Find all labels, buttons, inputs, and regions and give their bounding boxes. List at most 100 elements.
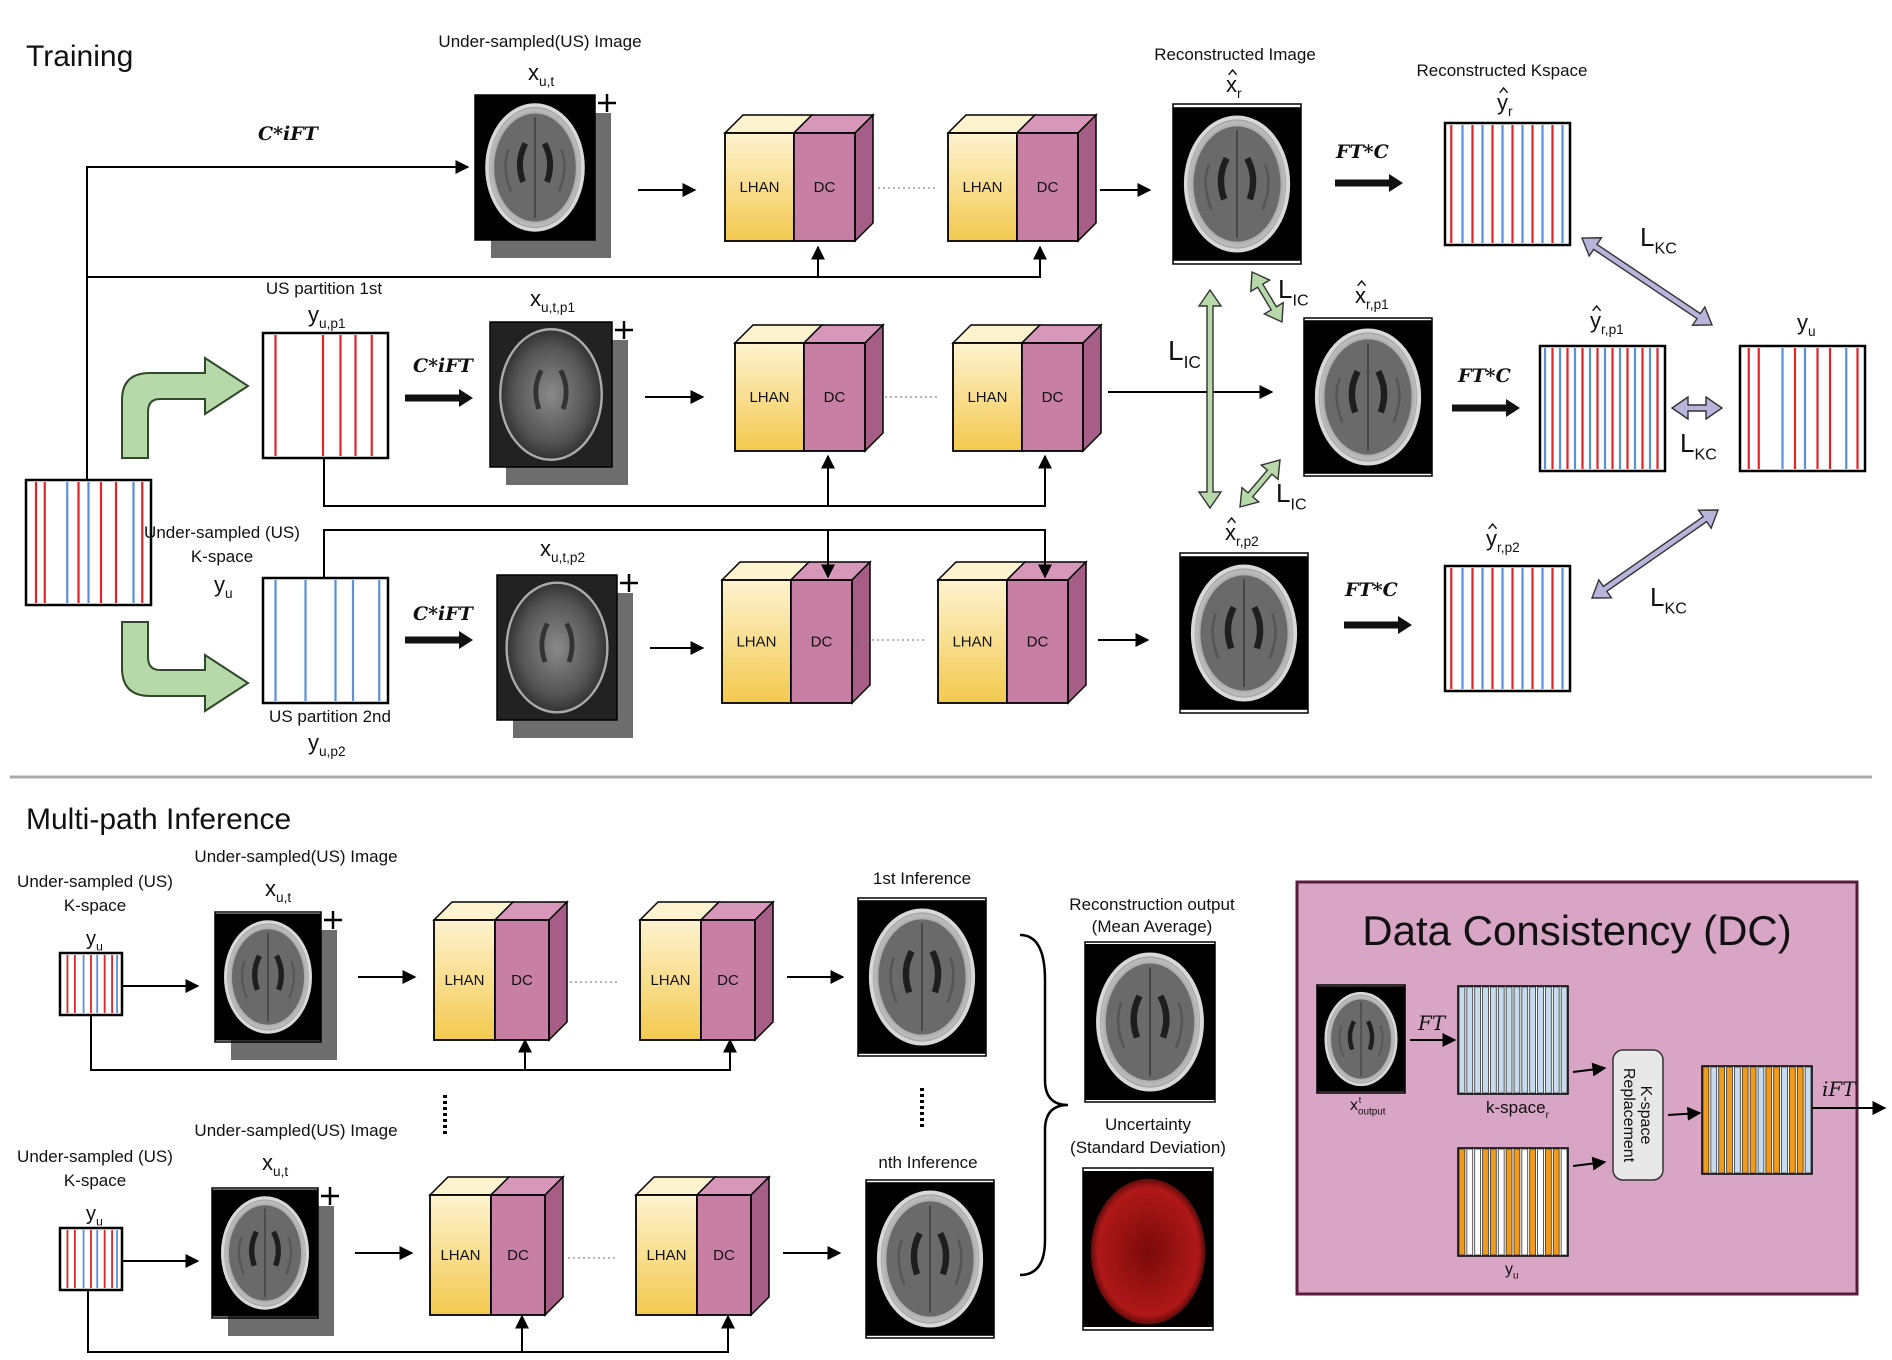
- dc-label: DC: [824, 389, 846, 406]
- kspace-partition1: [261, 331, 390, 460]
- recon-image-label: Reconstructed Image: [1154, 45, 1316, 64]
- inf-skip-row2-dc2: [87, 1290, 735, 1353]
- dc-label: DC: [1042, 389, 1064, 406]
- arrow-ftc-mid: [1452, 399, 1520, 417]
- dc-label: DC: [507, 1247, 529, 1264]
- first-inference-label: 1st Inference: [873, 869, 971, 888]
- loss-kc-mid-sub: KC: [1694, 445, 1717, 463]
- kc-arrow-mid: [1670, 395, 1724, 421]
- us-kspace-label-1: Under-sampled (US): [144, 523, 300, 542]
- loss-ic-bot: LIC: [1276, 478, 1307, 513]
- plus-icon: [324, 911, 342, 929]
- y-rp2-symbol-hat: [1488, 522, 1498, 530]
- x-r-symbol: xr: [1226, 68, 1242, 101]
- y-up2-symbol-sub: u,p2: [319, 744, 346, 759]
- arrow-cift-mid: [405, 389, 473, 407]
- y-rp1-symbol-base: yr,p1: [1590, 308, 1624, 337]
- y-up1-symbol: yu,p1: [308, 302, 346, 331]
- brain-mri-icon: [858, 900, 986, 1054]
- dc-kspace-r-label: k-spacer: [1486, 1098, 1550, 1121]
- lhan-face: [635, 1194, 698, 1316]
- uncertainty-image: [1082, 1167, 1214, 1331]
- kspace-column: [1537, 1148, 1544, 1256]
- inf-kspace-row2: [58, 1226, 124, 1292]
- dc-face: [793, 132, 856, 242]
- lhan-label: LHAN: [650, 972, 690, 989]
- kspace-column: [1513, 986, 1521, 1094]
- recon-output-label-1: Reconstruction output: [1069, 895, 1235, 914]
- y-r-symbol-hat: [1499, 86, 1509, 94]
- kspace-column: [1545, 1148, 1552, 1256]
- y-r-symbol-base: yr: [1497, 90, 1513, 119]
- dc-face: [696, 1194, 752, 1316]
- x-r-symbol-base: xr: [1226, 72, 1242, 101]
- y-u-left-symbol-base: yu: [214, 572, 233, 601]
- kspace-column: [1490, 986, 1497, 1094]
- x-rp2-symbol-base: xr,p2: [1225, 520, 1259, 549]
- inf-x-ut-row1: xu,t: [265, 876, 291, 905]
- x-ut-symbol-sub: u,t: [539, 74, 554, 89]
- brain-mri-icon: [475, 96, 595, 240]
- x-utp2-symbol-sub: u,t,p2: [551, 550, 585, 565]
- x-rp1-symbol-base: xr,p1: [1355, 283, 1389, 312]
- dc-kspace-r: [1457, 985, 1569, 1095]
- recon-output-label-2: (Mean Average): [1092, 917, 1213, 936]
- loss-kc-top: LKC: [1640, 222, 1677, 257]
- loss-kc-bot-base: LKC: [1650, 582, 1687, 617]
- brain-mri-icon: [1085, 944, 1215, 1100]
- kspace-column: [1757, 1066, 1765, 1174]
- dc-kspace-r-label-sub: r: [1546, 1109, 1550, 1121]
- dc-label: DC: [511, 972, 533, 989]
- lhan-face: [947, 132, 1018, 242]
- brain-mri-icon: [866, 1182, 994, 1336]
- y-u-right-symbol: yu: [1797, 310, 1816, 339]
- recon-image-bot: [1179, 552, 1309, 714]
- dc-face: [490, 1194, 546, 1316]
- kspace-column: [1497, 1148, 1505, 1256]
- us-image-label: Under-sampled(US) Image: [438, 32, 641, 51]
- y-rp1-symbol-hat: [1592, 304, 1602, 312]
- kspace-column: [1702, 1066, 1710, 1174]
- brain-mri-icon: [497, 576, 617, 720]
- y-up1-symbol-base: yu,p1: [308, 302, 346, 331]
- kspace-column: [1482, 1148, 1489, 1256]
- inf-kspace-label-2-row2: K-space: [64, 1171, 126, 1190]
- partition2-label: US partition 2nd: [269, 707, 391, 726]
- y-r-symbol-sub: r: [1508, 104, 1513, 119]
- kspace-column: [1466, 1148, 1474, 1256]
- kspace-column: [1482, 986, 1489, 1094]
- inf-y-u-row1-sub: u: [96, 940, 103, 954]
- lhan-label: LHAN: [646, 1247, 686, 1264]
- loss-kc-top-base: LKC: [1640, 222, 1677, 257]
- x-rp2-symbol-sub: r,p2: [1236, 534, 1259, 549]
- dc-label: DC: [717, 972, 739, 989]
- lhan-face: [952, 342, 1023, 452]
- inf-kspace-label-2-row1: K-space: [64, 896, 126, 915]
- y-up2-symbol: yu,p2: [308, 730, 346, 759]
- inf-y-u-row1: yu: [86, 928, 103, 954]
- ic-arrow-top: [1250, 270, 1284, 324]
- kspace-column: [1796, 1066, 1804, 1174]
- green-arrow-down: [121, 621, 250, 713]
- inf-kspace-label-1-row1: Under-sampled (US): [17, 872, 173, 891]
- plus-icon: [615, 321, 633, 339]
- dc-face: [1016, 132, 1079, 242]
- ic-arrow-vertical: [1197, 288, 1223, 510]
- op-ftc-top: FT*C: [1335, 141, 1389, 163]
- x-rp2-symbol: xr,p2: [1225, 516, 1259, 549]
- kspace-column: [1545, 986, 1552, 1094]
- dc-y-u-label-sub: u: [1513, 1270, 1519, 1281]
- skip-top-dc2: [87, 245, 1047, 278]
- op-ftc-mid: FT*C: [1457, 365, 1511, 387]
- y-up2-symbol-base: yu,p2: [308, 730, 346, 759]
- loss-ic-bot-base: LIC: [1276, 478, 1307, 513]
- lhan-face: [724, 132, 795, 242]
- y-rp2-symbol-sub: r,p2: [1497, 540, 1520, 555]
- dc-face: [1021, 342, 1084, 452]
- inf-y-u-row2-base: yu: [86, 1203, 103, 1229]
- kspace-column: [1710, 1066, 1718, 1174]
